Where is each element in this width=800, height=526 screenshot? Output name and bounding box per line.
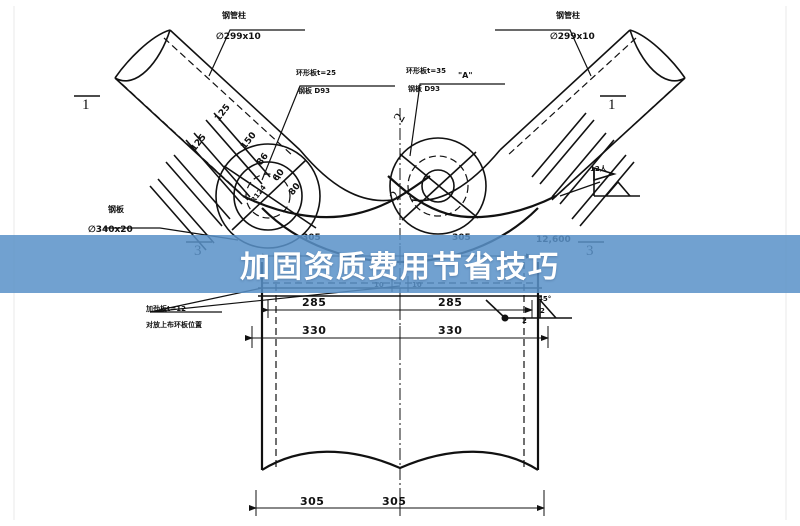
section-mark-upper-left: 1: [82, 97, 90, 113]
stiffener-note-line1: 加劲板t=12: [146, 305, 186, 313]
right-ring-plates: [531, 112, 635, 227]
dim-285: [261, 300, 533, 318]
overlay-banner: 加固资质费用节省技巧: [0, 235, 800, 293]
plate-note-2-line2: 钢板 D93: [408, 85, 440, 93]
plate-note-1-line2: 钢板 D93: [298, 87, 330, 95]
dim-330: [245, 326, 549, 348]
dim-bottom-left: 305: [300, 495, 325, 508]
weld-symbol-flag: [593, 166, 640, 197]
weld-symbol-right: [485, 299, 572, 322]
plate-note-2-line1: 环形板t=35: [406, 67, 446, 75]
hole-note-label: 12人: [590, 165, 607, 173]
banner-title: 加固资质费用节省技巧: [240, 250, 560, 285]
base-plate-line1: 钢板: [108, 205, 124, 214]
dim-flange-left: 330: [302, 324, 327, 337]
left-pipe-name-label: 钢管柱: [222, 11, 246, 20]
section-bars: [74, 95, 626, 243]
weld-size-left-label: 2: [522, 317, 527, 325]
right-pipe-name-label: 钢管柱: [556, 11, 580, 20]
dim-305-bottom: [249, 490, 545, 516]
weld-angle-label: 45°: [538, 295, 552, 303]
right-pipe-spec-label: ∅299x10: [550, 32, 595, 42]
right-node-circles: [389, 137, 487, 235]
weld-size-top-label: 2: [540, 307, 545, 315]
stiffener-note-line2: 对放上布环板位置: [146, 321, 202, 329]
dim-plate-right: 285: [438, 296, 463, 309]
detail-tag-a: "A": [458, 71, 473, 80]
dim-flange-right: 330: [438, 324, 463, 337]
dim-bottom-right: 305: [382, 495, 407, 508]
base-plate-line2: ∅340x20: [88, 225, 133, 235]
left-pipe-spec-label: ∅299x10: [216, 32, 261, 42]
section-mark-upper-right: 1: [608, 97, 616, 113]
dim-plate-left: 285: [302, 296, 327, 309]
plate-note-1-line1: 环形板t=25: [296, 69, 336, 77]
left-branch-pipe: [114, 29, 301, 201]
right-branch-pipe: [499, 29, 686, 201]
